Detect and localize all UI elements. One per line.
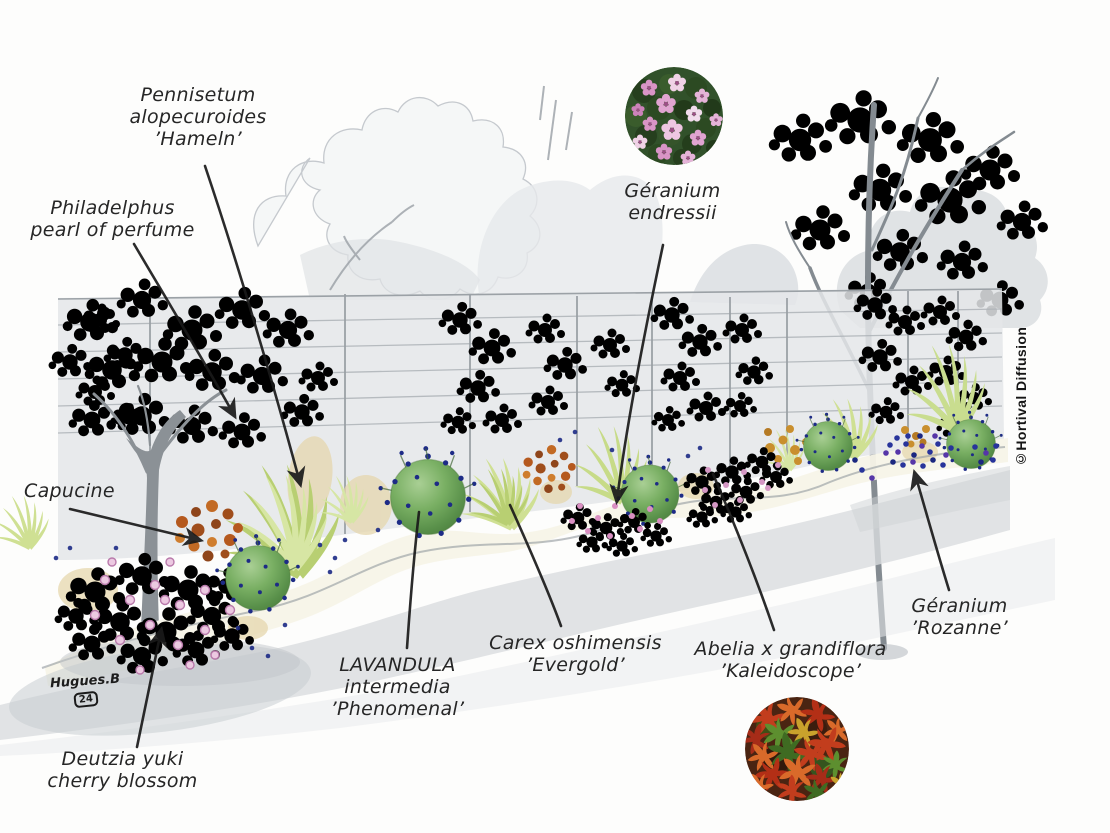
geranium-rozanne-patch bbox=[852, 433, 999, 481]
label-deutzia: Deutzia yuki cherry blossom bbox=[47, 748, 198, 793]
deutzia-shrub bbox=[54, 552, 254, 675]
golden-dots bbox=[764, 425, 930, 465]
label-philadelphus: Philadelphus pearl of perfume bbox=[30, 197, 195, 242]
copyright-credit: ©Hortival Diffusion bbox=[1013, 326, 1029, 467]
blue-dot-scatter bbox=[53, 429, 703, 659]
leader-geranium-endressii bbox=[609, 243, 665, 506]
leader-abelia bbox=[711, 472, 776, 632]
label-carex: Carex oshimensis ’Evergold’ bbox=[489, 632, 662, 677]
bed-plants bbox=[0, 343, 1004, 675]
label-pennisetum: Pennisetum alopecuroides ’Hameln’ bbox=[129, 84, 267, 151]
leader-carex bbox=[508, 503, 563, 628]
label-geranium-endressii: Géranium endressii bbox=[624, 180, 721, 225]
leader-lavandula bbox=[405, 510, 421, 650]
label-geranium-rozanne: Géranium ’Rozanne’ bbox=[911, 595, 1008, 640]
leader-deutzia bbox=[135, 625, 168, 749]
leader-capucine bbox=[68, 507, 205, 546]
label-abelia: Abelia x grandiflora ’Kaleidoscope’ bbox=[694, 638, 887, 683]
label-capucine: Capucine bbox=[24, 480, 115, 502]
photo-abelia-kaleidoscope bbox=[745, 697, 849, 801]
leader-geranium-rozanne bbox=[910, 469, 951, 592]
left-tree bbox=[48, 278, 338, 630]
label-lavandula: LAVANDULA intermedia ’Phenomenal’ bbox=[330, 654, 465, 721]
signature-stamp: 24 bbox=[73, 690, 99, 709]
leader-lines bbox=[68, 164, 951, 749]
abelia-patch bbox=[683, 447, 793, 528]
leader-philadelphus bbox=[132, 242, 237, 420]
walkway bbox=[0, 466, 1055, 756]
photo-geranium-endressii bbox=[625, 67, 723, 165]
leader-pennisetum bbox=[203, 164, 306, 489]
